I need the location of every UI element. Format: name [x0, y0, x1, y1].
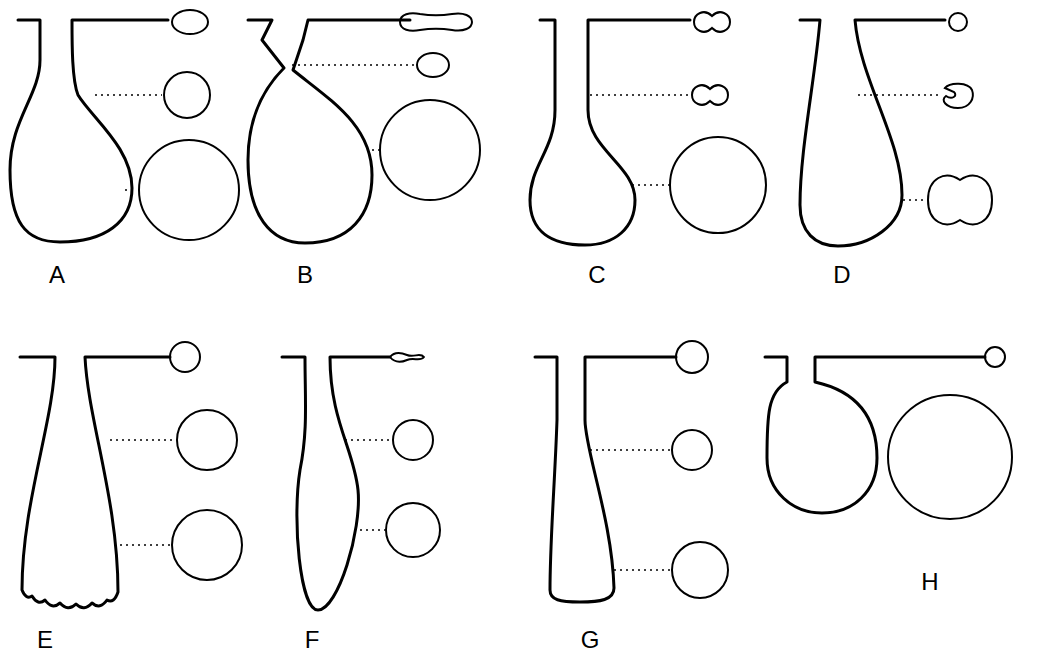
panel-letter: G: [581, 628, 600, 652]
panel-letter: A: [49, 263, 65, 287]
panel-letter: C: [588, 263, 605, 287]
panel-letter: F: [305, 628, 320, 652]
panel-letter: D: [833, 263, 850, 287]
panel-letter: B: [297, 263, 313, 287]
panel-letter: E: [37, 628, 53, 652]
panel-letter: H: [921, 570, 938, 594]
